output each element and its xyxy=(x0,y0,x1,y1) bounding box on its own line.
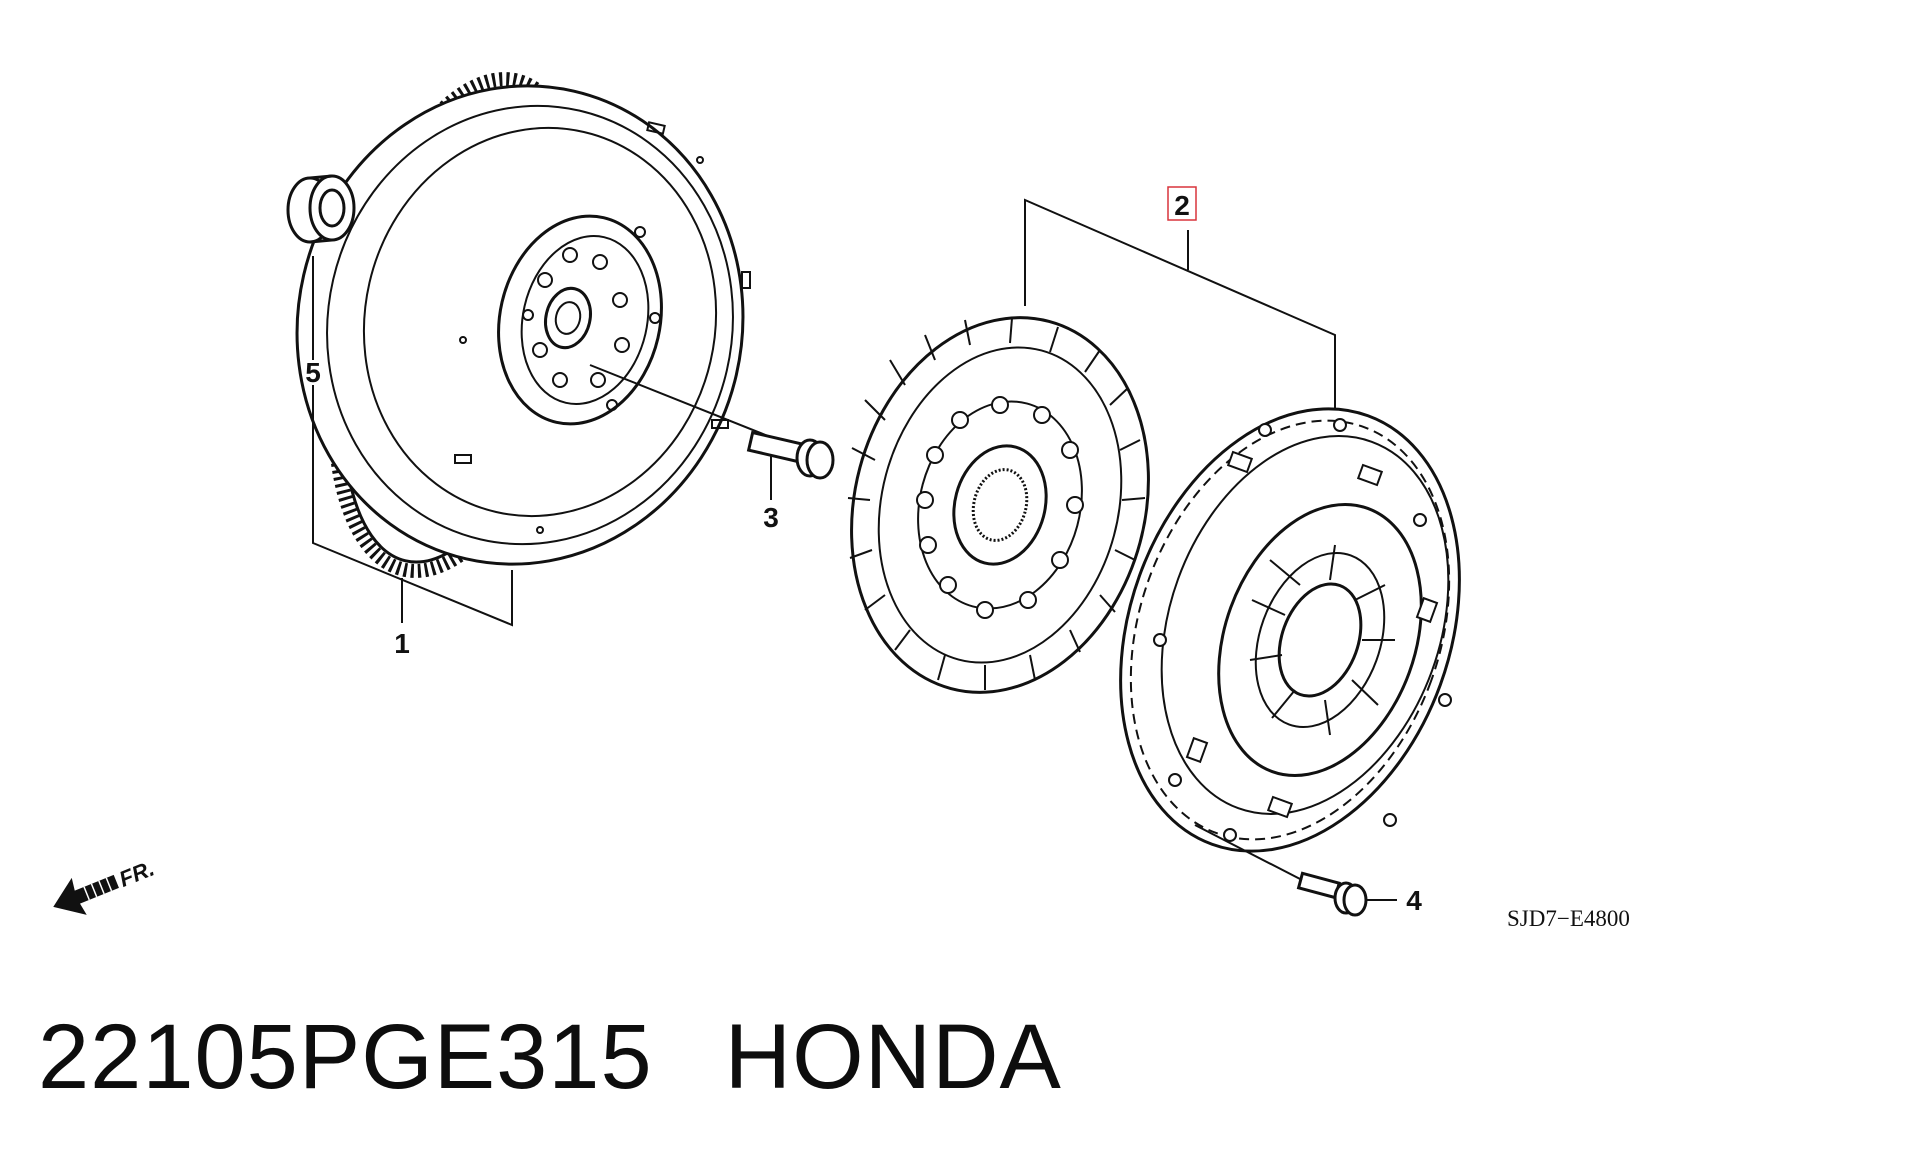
drawing-number: SJD7−E4800 xyxy=(1507,906,1630,931)
front-label: FR. xyxy=(116,855,158,891)
part-number: 22105PGE315 xyxy=(38,1006,653,1108)
callout-3: 3 xyxy=(763,502,779,533)
callout-4: 4 xyxy=(1406,885,1422,916)
pressure-plate-drawing xyxy=(1119,407,1461,853)
cover-bolt-drawing xyxy=(1296,871,1368,917)
callout-1: 1 xyxy=(394,628,410,659)
flywheel-bolt-drawing xyxy=(746,430,835,480)
leader-lines xyxy=(312,198,1397,901)
brand-name: HONDA xyxy=(724,1006,1062,1108)
callout-2-highlight-box xyxy=(1167,186,1197,221)
callout-2: 2 xyxy=(1174,190,1190,221)
clutch-disc-drawing xyxy=(847,316,1150,694)
product-caption: 22105PGE315 HONDA xyxy=(38,1005,1062,1110)
flywheel-drawing xyxy=(295,72,751,578)
front-arrow-icon: FR. xyxy=(53,855,158,915)
pilot-bearing-drawing xyxy=(286,174,356,244)
callout-5: 5 xyxy=(305,357,321,388)
